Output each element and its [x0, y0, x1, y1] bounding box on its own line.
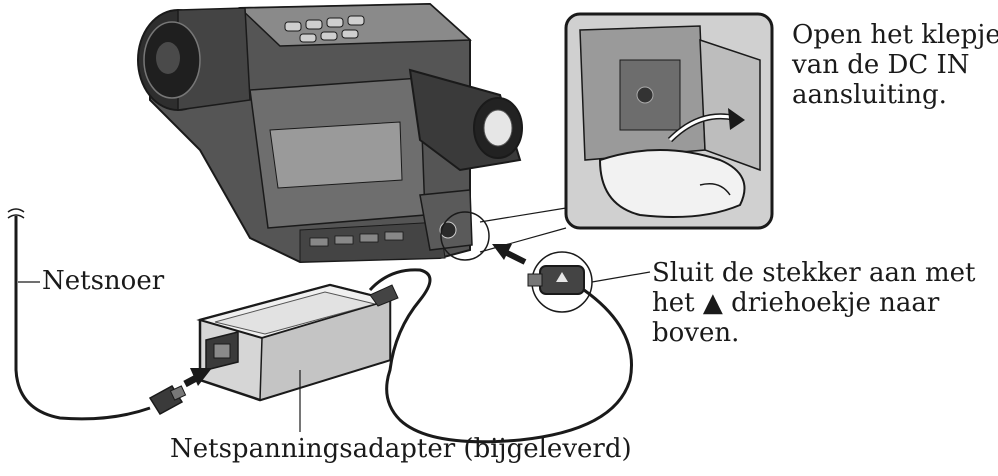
dc-cable	[368, 268, 633, 444]
open-flap-instruction: Open het klepje van de DC IN aansluiting…	[792, 20, 998, 110]
plug-line-1: Sluit de stekker aan met	[652, 258, 976, 288]
open-flap-line-2: van de DC IN	[792, 50, 970, 80]
open-flap-line-1: Open het klepje	[792, 20, 998, 50]
adapter-label: Netspanningsadapter (bijgeleverd)	[170, 434, 632, 464]
dc-in-highlight-circle	[440, 211, 490, 261]
plug-insert-arrow	[492, 244, 527, 265]
ac-plug	[148, 385, 187, 415]
plug-instruction: Sluit de stekker aan met het ▲ driehoekj…	[652, 258, 975, 348]
plug-line-2: het ▲ driehoekje naar	[652, 288, 940, 318]
plug-line-3: boven.	[652, 318, 740, 348]
inset-callout-line	[479, 207, 567, 223]
flap-inset	[564, 12, 774, 230]
mains-cord-label: Netsnoer	[42, 266, 165, 296]
inset-callout-line	[479, 227, 567, 253]
mains-cord	[14, 216, 151, 421]
ac-plug-arrow	[183, 368, 212, 388]
ac-adapter-illustration	[196, 283, 399, 402]
dc-plug	[527, 265, 585, 295]
camcorder-illustration	[137, 2, 523, 264]
open-flap-line-3: aansluiting.	[792, 80, 947, 110]
plug-leader-line	[591, 271, 651, 283]
